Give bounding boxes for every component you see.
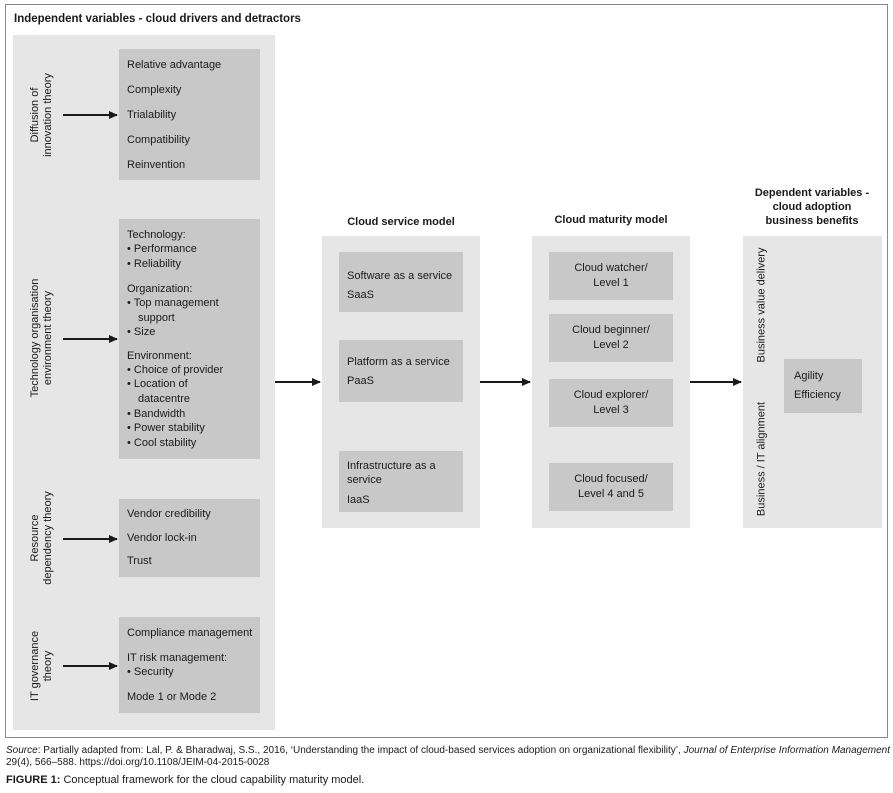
maturity-box-level-2: Cloud beginner/ Level 2 [549, 314, 673, 362]
factor-item: IT risk management: [127, 652, 228, 664]
maturity-stage: Cloud beginner/ [572, 324, 650, 336]
factor-item: • Size [127, 326, 156, 338]
dependent-variables-title: Dependent variables - cloud adoption bus… [754, 187, 870, 227]
technology-heading: Technology: [127, 229, 186, 241]
resource-factors-box: Vendor credibility Vendor lock-in Trust [119, 499, 260, 577]
service-name: Infrastructure as a [347, 460, 436, 472]
environment-heading: Environment: [127, 350, 192, 362]
factor-item: • Top management [127, 297, 219, 309]
independent-variables-title: Independent variables - cloud drivers an… [14, 13, 301, 25]
service-abbr: SaaS [347, 289, 374, 301]
source-caption: Source: Partially adapted from: Lal, P. … [6, 745, 890, 769]
factor-item-continued: datacentre [138, 393, 190, 405]
service-name-continued: service [347, 474, 382, 486]
figure-caption-text: Conceptual framework for the cloud capab… [60, 774, 365, 786]
figure-label: FIGURE 1: [6, 774, 61, 786]
figure-caption: FIGURE 1: Conceptual framework for the c… [6, 774, 364, 786]
maturity-box-level-1: Cloud watcher/ Level 1 [549, 252, 673, 300]
maturity-level: Level 1 [593, 277, 629, 289]
governance-factors-box: Compliance management IT risk management… [119, 617, 260, 713]
factor-item: Reinvention [127, 159, 186, 171]
service-box-iaas: Infrastructure as a service IaaS [339, 451, 463, 512]
factor-item: Trialability [127, 109, 177, 121]
factor-item: • Power stability [127, 422, 205, 434]
factor-item: • Location of [127, 378, 188, 390]
factor-item: Vendor lock-in [127, 532, 197, 544]
maturity-box-level-4-5: Cloud focused/ Level 4 and 5 [549, 463, 673, 511]
maturity-stage: Cloud focused/ [574, 473, 648, 485]
source-citation: 29(4), 566–588. https://doi.org/10.1108/… [6, 757, 270, 768]
source-text: : Partially adapted from: Lal, P. & Bhar… [37, 745, 684, 756]
service-box-paas: Platform as a service PaaS [339, 340, 463, 402]
figure-frame [5, 4, 888, 738]
factor-item: Trust [127, 555, 152, 567]
source-label: Source [6, 745, 38, 756]
service-model-title: Cloud service model [347, 216, 455, 228]
maturity-stage: Cloud watcher/ [574, 262, 648, 274]
maturity-level: Level 4 and 5 [577, 488, 645, 500]
factor-item: Compliance management [127, 627, 253, 639]
service-abbr: IaaS [347, 494, 370, 506]
factor-item: • Bandwidth [127, 408, 186, 420]
factor-item: • Security [127, 666, 174, 678]
benefits-box: Agility Efficiency [784, 359, 862, 413]
maturity-box-level-3: Cloud explorer/ Level 3 [549, 379, 673, 427]
factor-item: Vendor credibility [127, 508, 211, 520]
diffusion-factors-box: Relative advantage Complexity Trialabili… [119, 49, 260, 180]
factor-item: Complexity [127, 84, 182, 96]
factor-item: Relative advantage [127, 59, 222, 71]
service-name: Platform as a service [347, 356, 450, 368]
factor-item: • Reliability [127, 258, 181, 270]
service-box-saas: Software as a service SaaS [339, 252, 463, 312]
benefit-item: Efficiency [794, 389, 841, 401]
benefit-item: Agility [794, 370, 824, 382]
factor-item: Compatibility [127, 134, 190, 146]
maturity-model-title: Cloud maturity model [554, 214, 668, 226]
factor-item: Mode 1 or Mode 2 [127, 691, 217, 703]
organization-heading: Organization: [127, 283, 193, 295]
maturity-level: Level 2 [593, 339, 629, 351]
factor-item: • Cool stability [127, 437, 197, 449]
toe-factors-box: Technology: • Performance • Reliability … [119, 219, 260, 459]
journal-name: Journal of Enterprise Information Manage… [683, 745, 890, 756]
factor-item: • Choice of provider [127, 364, 224, 376]
service-name: Software as a service [347, 270, 453, 282]
service-abbr: PaaS [347, 375, 374, 387]
maturity-stage: Cloud explorer/ [573, 389, 649, 401]
factor-item: • Performance [127, 243, 197, 255]
factor-item-continued: support [138, 312, 175, 324]
maturity-level: Level 3 [593, 404, 629, 416]
